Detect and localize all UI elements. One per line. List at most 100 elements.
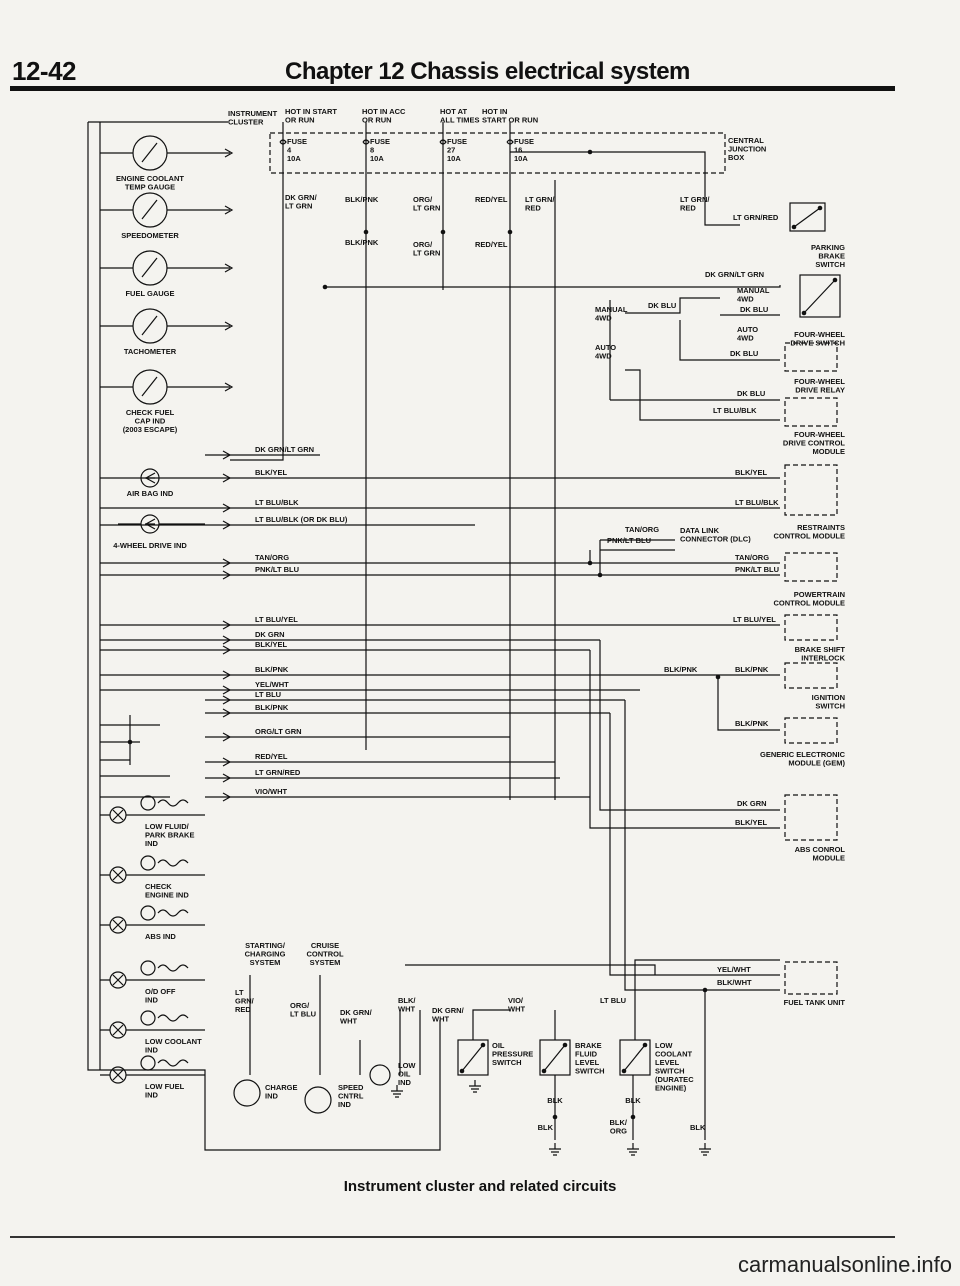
- wire-label: BLK/PNK: [735, 665, 769, 674]
- wire-label: RED/YEL: [475, 240, 508, 249]
- wire-label: BLK/YEL: [735, 468, 768, 477]
- wire-label: LT BLU/YEL: [733, 615, 776, 624]
- wire-label: BLK/PNK: [255, 665, 289, 674]
- splice-dot: [552, 1114, 558, 1120]
- wire-label: DK BLU: [730, 349, 758, 358]
- connector-symbol: [224, 321, 234, 331]
- connector-symbol: [222, 708, 232, 718]
- wire: [717, 677, 780, 731]
- bulb-symbol: [112, 919, 124, 931]
- wire-label: LT BLU: [255, 690, 281, 699]
- connector-symbol: [222, 558, 232, 568]
- led-symbol: [140, 960, 156, 976]
- resistor-symbol: [157, 1014, 189, 1022]
- wire-label: DK GRN/LT GRN: [285, 193, 318, 211]
- switch-blade: [803, 279, 836, 314]
- wire-label: TAN/ORG: [735, 553, 769, 562]
- led-symbol: [140, 468, 160, 488]
- fuse-symbol: [439, 139, 447, 145]
- wire-label: LT GRN/RED: [525, 195, 555, 213]
- resistor-symbol: [157, 909, 189, 917]
- connector-symbol: [222, 520, 232, 530]
- ground-symbol: [627, 1143, 639, 1156]
- wire: [625, 369, 780, 421]
- connector-symbol: [222, 695, 232, 705]
- fwd-relay-outline: [784, 342, 838, 372]
- led-symbol: [140, 855, 156, 871]
- wire-label: LT GRN/RED: [733, 213, 779, 222]
- wire: [609, 700, 780, 991]
- wire-label: LT BLU: [600, 996, 626, 1005]
- led-symbol: [140, 1055, 156, 1071]
- connector-symbol: [222, 635, 232, 645]
- splice-dot: [440, 229, 446, 235]
- wire-label: DK BLU: [648, 301, 676, 310]
- wire-label: DK GRN/WHT: [340, 1008, 373, 1026]
- bulb-symbol: [112, 1024, 124, 1036]
- wire: [589, 640, 780, 829]
- wire-label: LT GRN/RED: [680, 195, 710, 213]
- gauge-needle: [141, 376, 158, 397]
- wire-label: BLK/YEL: [735, 818, 768, 827]
- led-symbol: [140, 1010, 156, 1026]
- led-symbol: [144, 472, 156, 484]
- wire: [249, 964, 656, 1075]
- restraints-outline: [784, 464, 838, 516]
- wire: [230, 180, 284, 461]
- wire-label: DK GRN: [255, 630, 285, 639]
- wire-label: BLK/WHT: [717, 978, 752, 987]
- splice-dot: [587, 560, 593, 566]
- wire-label: BLK/PNK: [735, 719, 769, 728]
- wire-label: LT GRN/RED: [255, 768, 301, 777]
- charge-ind-symbol: [233, 1079, 261, 1107]
- splice-dot: [621, 1068, 627, 1074]
- led-symbol: [140, 905, 156, 921]
- abs-outline: [784, 794, 838, 841]
- speed-ind-symbol: [304, 1086, 332, 1114]
- pcm-outline: [784, 552, 838, 582]
- wire: [679, 320, 780, 361]
- wire-label: YEL/WHT: [717, 965, 751, 974]
- connector-symbol: [222, 620, 232, 630]
- gem-outline: [784, 717, 838, 744]
- wire-label: DK GRN: [737, 799, 767, 808]
- fuel-tank-label: FUEL TANK UNIT: [784, 998, 846, 1007]
- splice-dot: [630, 1114, 636, 1120]
- airbag-ind-label: AIR BAG IND: [127, 489, 174, 498]
- connector-symbol: [224, 148, 234, 158]
- led-symbol: [144, 518, 156, 530]
- wire: [472, 959, 780, 1040]
- ground-symbol: [469, 1080, 481, 1093]
- gauge-label: SPEEDOMETER: [121, 231, 179, 240]
- switch-blade: [461, 1044, 484, 1072]
- gauge-label: TACHOMETER: [124, 347, 177, 356]
- fuse-symbol: [506, 139, 514, 145]
- gauge-symbol: [132, 192, 168, 228]
- wire-label: VIO/WHT: [255, 787, 287, 796]
- central-junction-box: [269, 132, 726, 174]
- fuse-symbol: [279, 139, 287, 145]
- connector-symbol: [222, 792, 232, 802]
- bulb-symbol: [112, 974, 124, 986]
- splice-dot: [127, 739, 133, 745]
- gauge-label: FUEL GAUGE: [125, 289, 174, 298]
